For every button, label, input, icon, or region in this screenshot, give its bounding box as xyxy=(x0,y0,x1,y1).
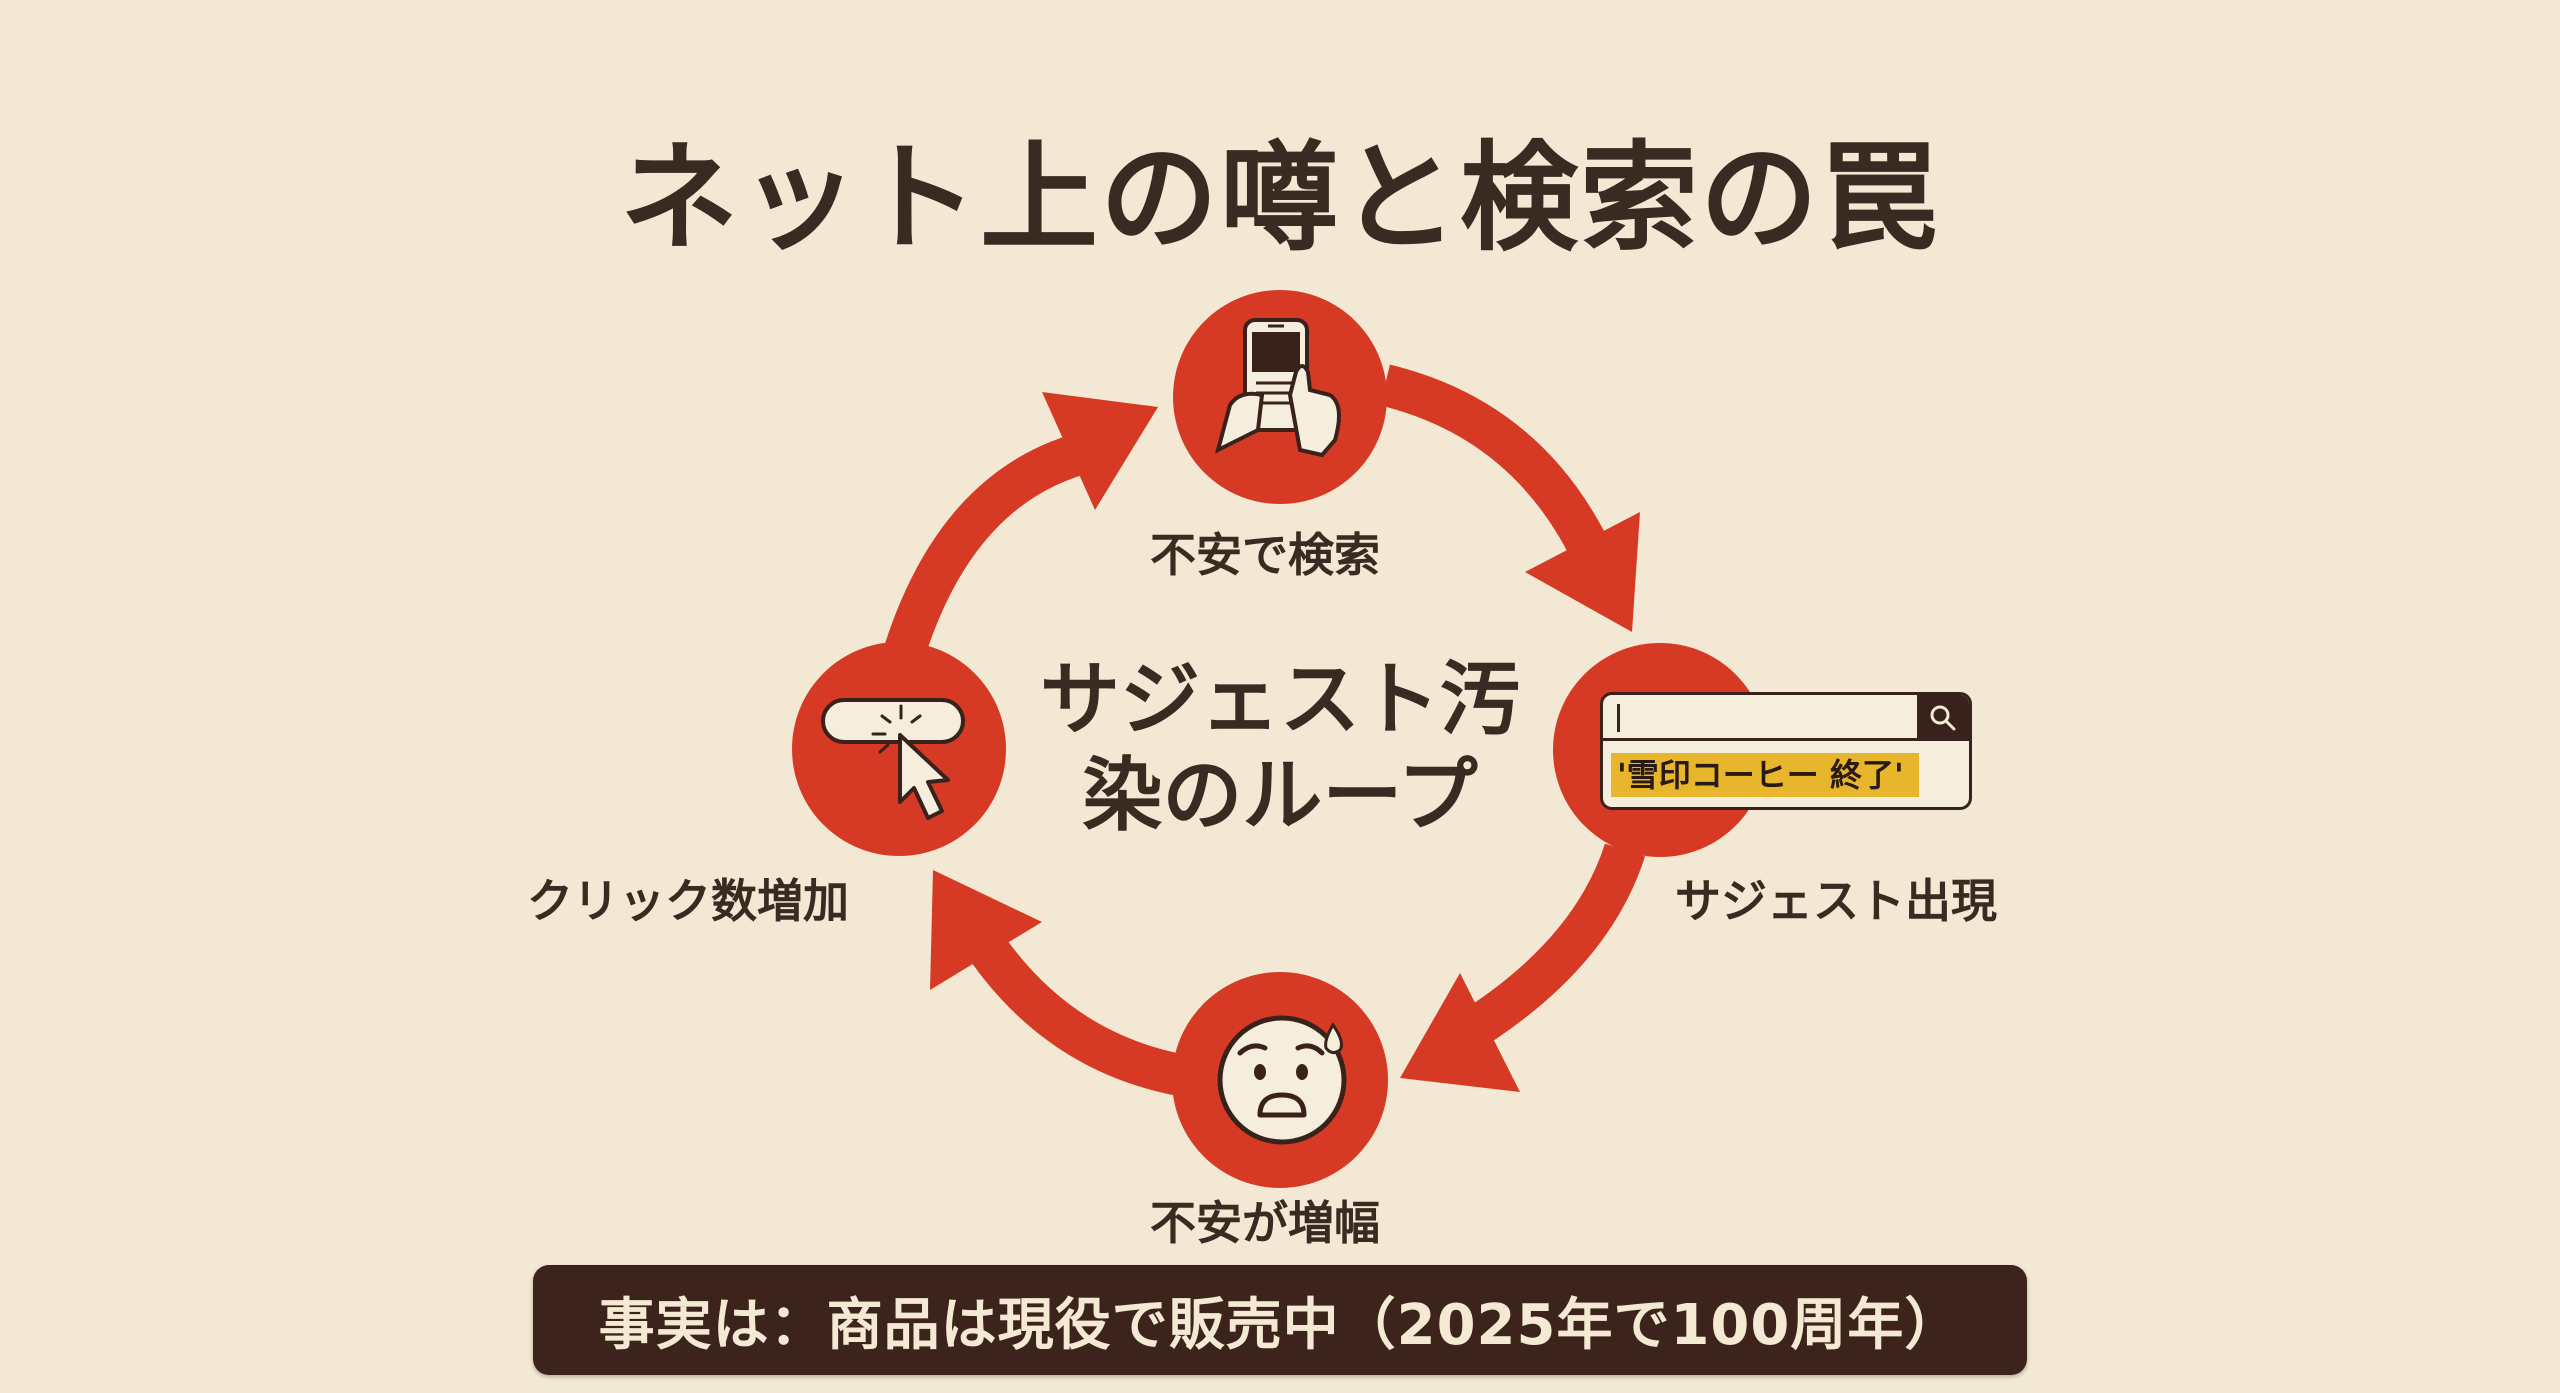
fact-text: 事実は：商品は現役で販売中（2025年で100周年） xyxy=(598,1292,1962,1358)
node-label-search: 不安で検索 xyxy=(1150,528,1380,582)
node-label-click: クリック数増加 xyxy=(527,874,849,928)
node-click-circle xyxy=(792,642,1006,856)
suggestion-item: '雪印コーヒー 終了' xyxy=(1611,753,1919,797)
search-button xyxy=(1917,695,1969,741)
arc-search-to-suggest xyxy=(1379,364,1615,569)
worried-face-icon xyxy=(1217,1015,1347,1145)
text-caret xyxy=(1617,704,1620,732)
arrowhead-down-left xyxy=(1400,973,1520,1092)
magnifier-icon xyxy=(1930,705,1956,731)
node-search-circle xyxy=(1173,290,1387,504)
center-line-1: サジェスト汚 xyxy=(1040,653,1520,746)
center-line-2: 染のループ xyxy=(1082,749,1478,842)
fact-banner: 事実は：商品は現役で販売中（2025年で100周年） xyxy=(533,1265,2027,1375)
arc-anxiety-to-click xyxy=(957,918,1185,1096)
phone-in-hands-icon xyxy=(1214,318,1341,458)
loop-center-title: サジェスト汚 染のループ xyxy=(1020,652,1540,844)
click-cursor-icon xyxy=(821,698,965,820)
arrowhead-down-right xyxy=(1525,512,1640,632)
arc-suggest-to-anxiety xyxy=(1444,843,1646,1059)
node-label-anxiety: 不安が増幅 xyxy=(1150,1196,1380,1250)
arrowhead-up-left xyxy=(930,870,1042,990)
arrowhead-up-right xyxy=(1042,392,1158,510)
arc-click-to-search xyxy=(885,429,1100,657)
node-anxiety-circle xyxy=(1172,972,1388,1188)
search-box-icon: '雪印コーヒー 終了' xyxy=(1600,692,1972,810)
node-label-suggest: サジェスト出現 xyxy=(1675,874,1997,928)
search-input xyxy=(1603,695,1921,741)
page-title: ネット上の噂と検索の罠 xyxy=(619,129,1940,267)
